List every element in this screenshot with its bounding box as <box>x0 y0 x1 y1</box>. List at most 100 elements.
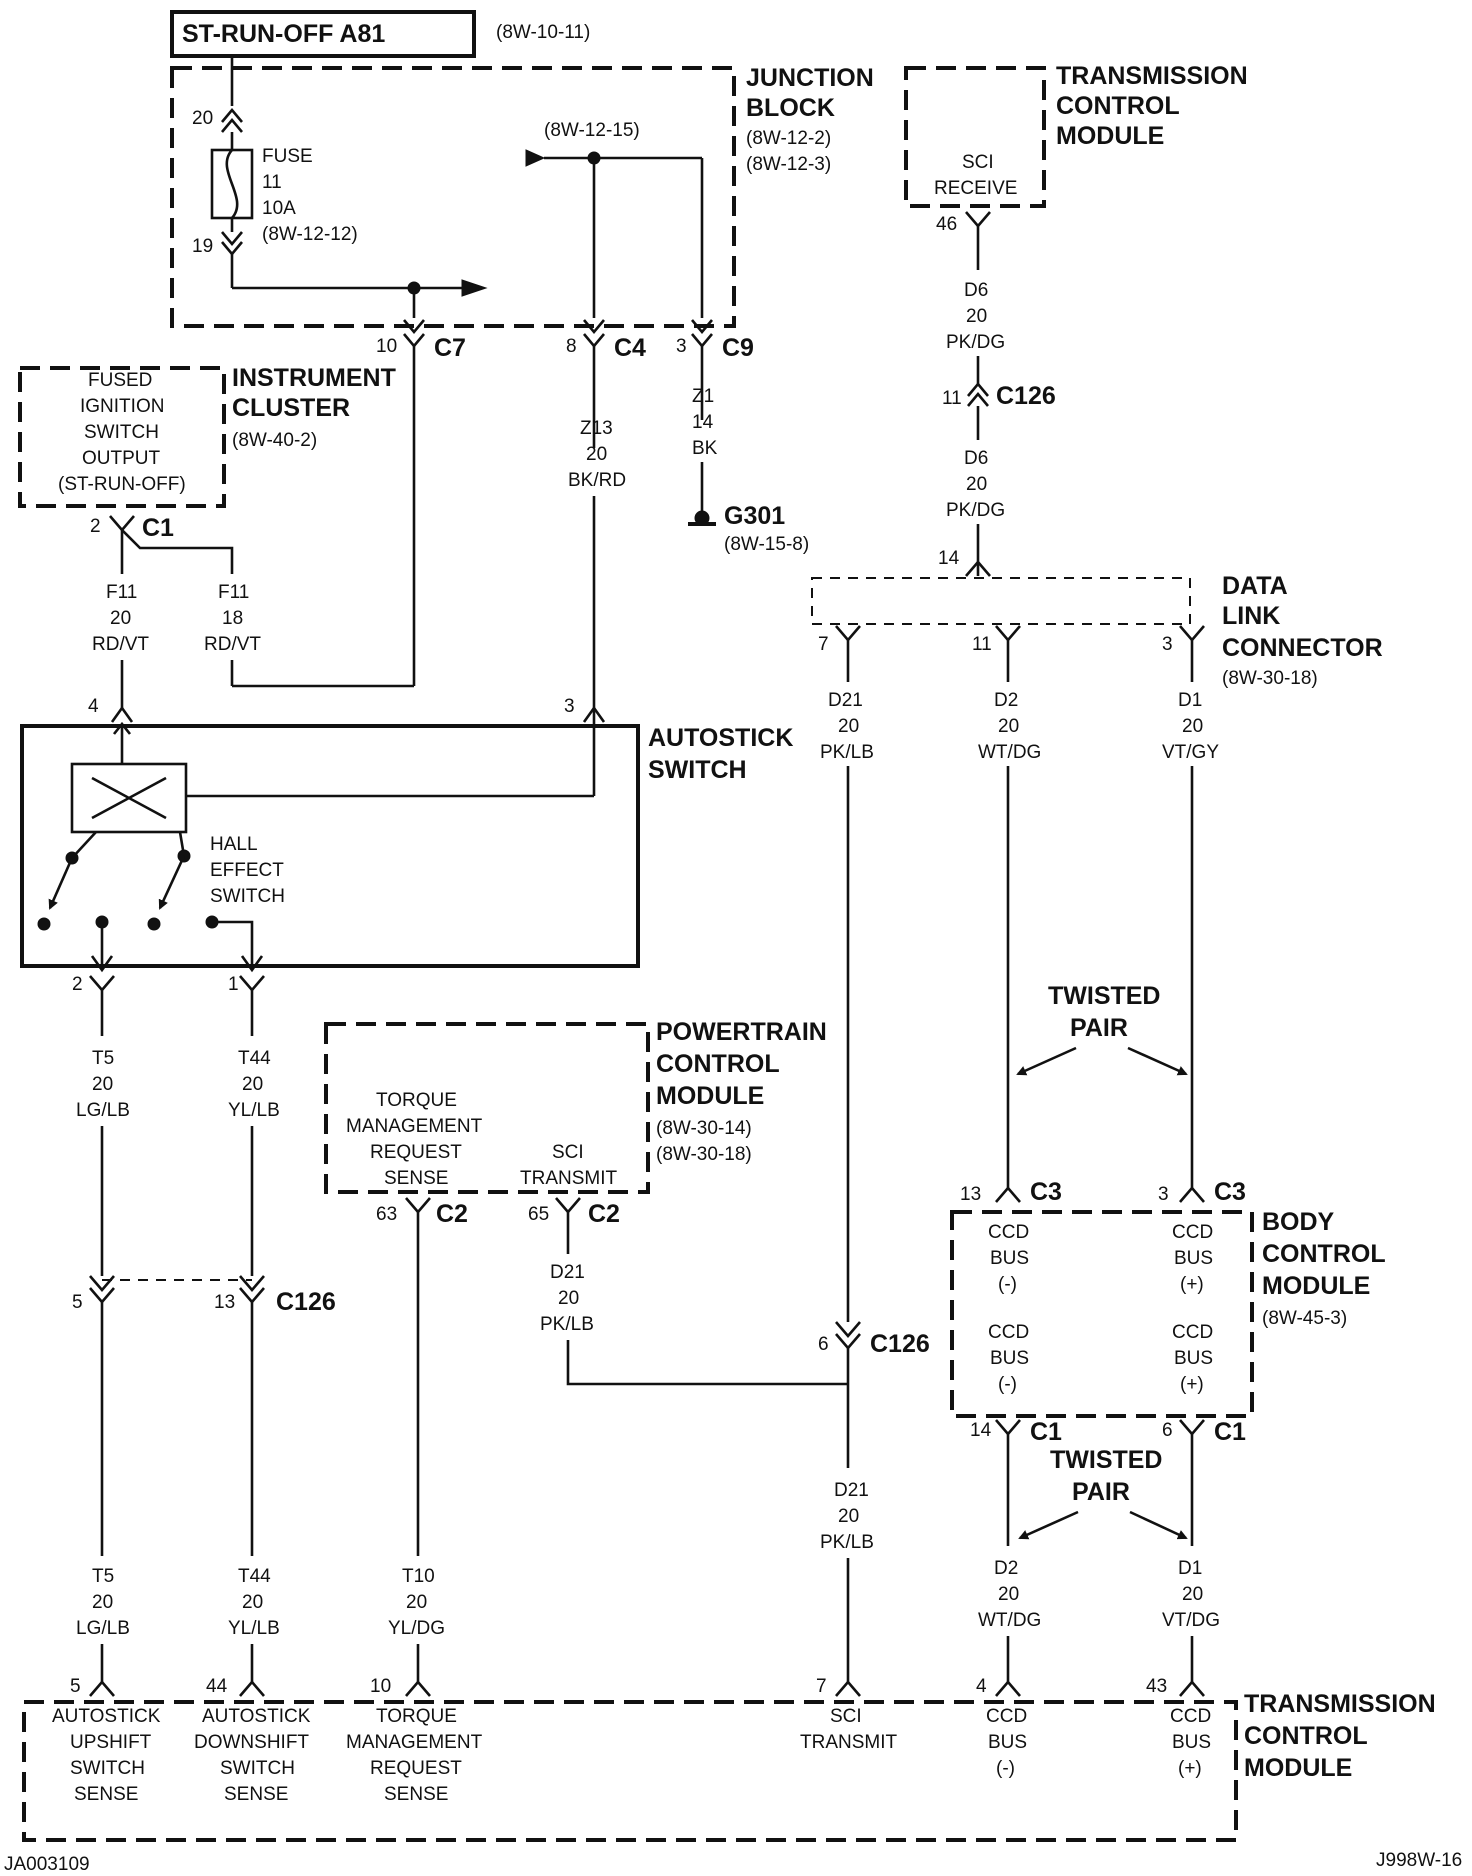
ic-ref: (8W-40-2) <box>232 430 317 451</box>
dlc-title-2: LINK <box>1222 602 1280 630</box>
tcm-pin-46: 46 <box>936 214 957 235</box>
t5a-gauge: 20 <box>92 1074 113 1095</box>
d21b-gauge: 20 <box>838 1506 859 1527</box>
bcm-ccd-4: CCD <box>1172 1322 1213 1343</box>
d1b-color: VT/DG <box>1162 1610 1220 1631</box>
z13-color: BK/RD <box>568 470 626 491</box>
d6-lower-gauge: 20 <box>966 474 987 495</box>
bcm-title-3: MODULE <box>1262 1272 1370 1300</box>
tcm-top-box <box>904 66 1046 208</box>
bcm-c3-left: C3 <box>1030 1178 1062 1206</box>
dlc-pin-7 <box>835 625 861 642</box>
c126-top-name: C126 <box>996 382 1056 410</box>
c126-pin-13: 13 <box>214 1292 235 1313</box>
autostick-pin-1: 1 <box>228 974 239 995</box>
autostick-pin-2-connector <box>89 975 115 992</box>
d1a-gauge: 20 <box>1182 716 1203 737</box>
bcm-neg-1: (-) <box>998 1274 1017 1295</box>
tcm-sci-label-2: RECEIVE <box>934 178 1017 199</box>
tcm-torque-2: MANAGEMENT <box>346 1732 483 1753</box>
pcm-title-3: MODULE <box>656 1082 764 1110</box>
tcm-up-1: AUTOSTICK <box>52 1706 161 1727</box>
tcm-ccdpos-2: BUS <box>1172 1732 1211 1753</box>
bcm-ref: (8W-45-3) <box>1262 1308 1347 1329</box>
ic-line-1: FUSED <box>88 370 152 391</box>
t44b-circuit: T44 <box>238 1566 271 1587</box>
d2b-color: WT/DG <box>978 1610 1041 1631</box>
tcm-sci-label-1: SCI <box>962 152 994 173</box>
dlc-pin-in: 14 <box>938 548 960 569</box>
z13-gauge: 20 <box>586 444 607 465</box>
pcm-sense-1: TORQUE <box>376 1090 457 1111</box>
tcm-ccdneg-2: BUS <box>988 1732 1027 1753</box>
twisted-pair-1-arrow-left <box>1016 1046 1077 1076</box>
instrument-cluster-box <box>18 366 226 508</box>
bcm-box <box>950 1210 1254 1418</box>
autostick-pin-2: 2 <box>72 974 83 995</box>
bcm-ccd-2: CCD <box>1172 1222 1213 1243</box>
pcm-title-1: POWERTRAIN <box>656 1018 827 1046</box>
autostick-pin-3: 3 <box>564 696 575 717</box>
z1-color: BK <box>692 438 718 459</box>
t44b-color: YL/LB <box>228 1618 280 1639</box>
tcm-pin-7: 7 <box>816 1676 827 1697</box>
d21a-circuit: D21 <box>828 690 863 711</box>
tcm-torque-3: REQUEST <box>370 1758 462 1779</box>
bcm-bus-3: BUS <box>990 1348 1029 1369</box>
c4-pin: 8 <box>566 336 577 357</box>
c7-name: C7 <box>434 334 466 362</box>
t5a-circuit: T5 <box>92 1048 114 1069</box>
d2a-color: WT/DG <box>978 742 1041 763</box>
bcm-bus-4: BUS <box>1174 1348 1213 1369</box>
d6-lower-circuit: D6 <box>964 448 988 469</box>
tcm-pin-44: 44 <box>206 1676 228 1697</box>
autostick-pin-4-connector <box>110 705 134 723</box>
pcm-sci-1: SCI <box>552 1142 584 1163</box>
twisted-pair-2-line-1: TWISTED <box>1050 1446 1163 1474</box>
c9-name: C9 <box>722 334 754 362</box>
dlc-title-3: CONNECTOR <box>1222 634 1383 662</box>
tcm-ccdneg-3: (-) <box>996 1758 1015 1779</box>
source-box <box>170 10 476 58</box>
twisted-pair-1-arrow-right <box>1127 1046 1188 1076</box>
pcm-conn-63: C2 <box>436 1200 468 1228</box>
tcm-bottom-box <box>22 1700 1238 1842</box>
d21pcm-gauge: 20 <box>558 1288 579 1309</box>
fuse-pin-top: 20 <box>192 108 213 129</box>
bcm-pin-6-connector <box>1179 1419 1205 1436</box>
d21a-color: PK/LB <box>820 742 874 763</box>
pcm-sci-2: TRANSMIT <box>520 1168 618 1189</box>
junction-block-ref-2: (8W-12-3) <box>746 154 831 175</box>
ic-line-4: OUTPUT <box>82 448 161 469</box>
ic-title-2: CLUSTER <box>232 394 350 422</box>
f11b-gauge: 18 <box>222 608 243 629</box>
bcm-title-2: CONTROL <box>1262 1240 1386 1268</box>
d21b-color: PK/LB <box>820 1532 874 1553</box>
autostick-pin-1-connector <box>239 975 265 992</box>
d21pcm-circuit: D21 <box>550 1262 585 1283</box>
junction-block-title-2: BLOCK <box>746 94 835 122</box>
c126-pin-6-name: C126 <box>870 1330 930 1358</box>
f11a-color: RD/VT <box>92 634 149 655</box>
tcm-ccdpos-3: (+) <box>1178 1758 1202 1779</box>
t10-gauge: 20 <box>406 1592 427 1613</box>
pcm-pin-65-connector <box>555 1197 581 1214</box>
z13-circuit: Z13 <box>580 418 613 439</box>
bcm-c1-right: C1 <box>1214 1418 1246 1446</box>
bcm-bus-2: BUS <box>1174 1248 1213 1269</box>
d2a-circuit: D2 <box>994 690 1018 711</box>
ic-line-3: SWITCH <box>84 422 159 443</box>
ic-line-5: (ST-RUN-OFF) <box>58 474 186 495</box>
hall-effect-switch-contacts <box>37 849 254 970</box>
dlc-pin-11 <box>995 625 1021 642</box>
tcm-bottom-pin-connectors <box>89 1680 1205 1697</box>
c126-pin-6: 6 <box>818 1334 829 1355</box>
tcm-sci-2: TRANSMIT <box>800 1732 898 1753</box>
t44a-gauge: 20 <box>242 1074 263 1095</box>
dlc-in-connector <box>965 560 991 577</box>
autostick-title-2: SWITCH <box>648 756 747 784</box>
footer-right: J998W-16 <box>1376 1850 1462 1871</box>
bcm-pin-13-connector <box>995 1186 1021 1203</box>
tcm-up-3: SWITCH <box>70 1758 145 1779</box>
tcm-down-2: DOWNSHIFT <box>194 1732 309 1753</box>
